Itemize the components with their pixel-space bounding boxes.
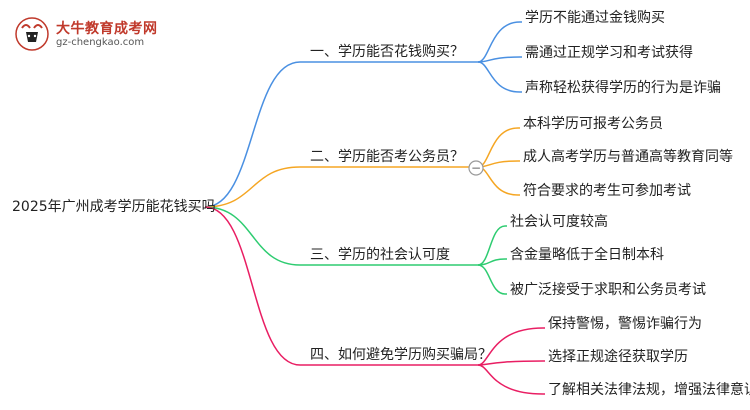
branch-2-connector <box>204 166 478 208</box>
leaf-2-2[interactable]: 成人高考学历与普通高等教育同等 <box>523 149 733 165</box>
leaf-2-3-connector <box>477 166 520 196</box>
branch-1-connector <box>204 61 478 208</box>
leaf-3-1[interactable]: 社会认可度较高 <box>510 214 608 230</box>
leaf-1-1-connector <box>477 21 522 63</box>
leaf-3-1-connector <box>477 225 507 266</box>
leaf-4-3[interactable]: 了解相关法律法规，增强法律意识 <box>548 382 750 398</box>
root-topic[interactable]: 2025年广州成考学历能花钱买吗 <box>12 199 216 215</box>
leaf-2-3[interactable]: 符合要求的考生可参加考试 <box>523 183 691 199</box>
leaf-3-2[interactable]: 含金量略低于全日制本科 <box>510 247 664 263</box>
leaf-4-1[interactable]: 保持警惕，警惕诈骗行为 <box>548 316 702 332</box>
branch-4-label[interactable]: 四、如何避免学历购买骗局？ <box>310 347 492 363</box>
leaf-3-3[interactable]: 被广泛接受于求职和公务员考试 <box>510 282 706 298</box>
logo-title: 大牛教育成考网 <box>56 21 158 37</box>
branch-2-label[interactable]: 二、学历能否考公务员？ <box>310 149 464 165</box>
leaf-2-1[interactable]: 本科学历可报考公务员 <box>523 116 663 132</box>
leaf-3-3-connector <box>477 264 507 295</box>
site-logo[interactable]: 大牛教育成考网 gz-chengkao.com <box>14 14 164 54</box>
bull-logo-icon <box>15 17 49 51</box>
leaf-1-2-connector <box>477 56 522 63</box>
leaf-3-2-connector <box>477 258 507 266</box>
branch-3-connector <box>204 206 478 266</box>
leaf-4-1-connector <box>477 327 545 366</box>
leaf-4-2[interactable]: 选择正规途径获取学历 <box>548 349 688 365</box>
leaf-4-3-connector <box>477 364 545 395</box>
leaf-1-1[interactable]: 学历不能通过金钱购买 <box>525 10 665 26</box>
leaf-4-2-connector <box>477 360 545 366</box>
svg-text:−: − <box>471 161 481 175</box>
logo-url: gz-chengkao.com <box>56 37 145 48</box>
branch-1-label[interactable]: 一、学历能否花钱购买？ <box>310 44 464 60</box>
collapse-toggle[interactable]: − <box>468 160 484 176</box>
leaf-1-3[interactable]: 声称轻松获得学历的行为是诈骗 <box>525 80 721 96</box>
leaf-1-2[interactable]: 需通过正规学习和考试获得 <box>525 45 693 61</box>
branch-4-connector <box>204 206 478 366</box>
branch-3-label[interactable]: 三、学历的社会认可度 <box>310 247 450 263</box>
leaf-1-3-connector <box>477 61 522 93</box>
